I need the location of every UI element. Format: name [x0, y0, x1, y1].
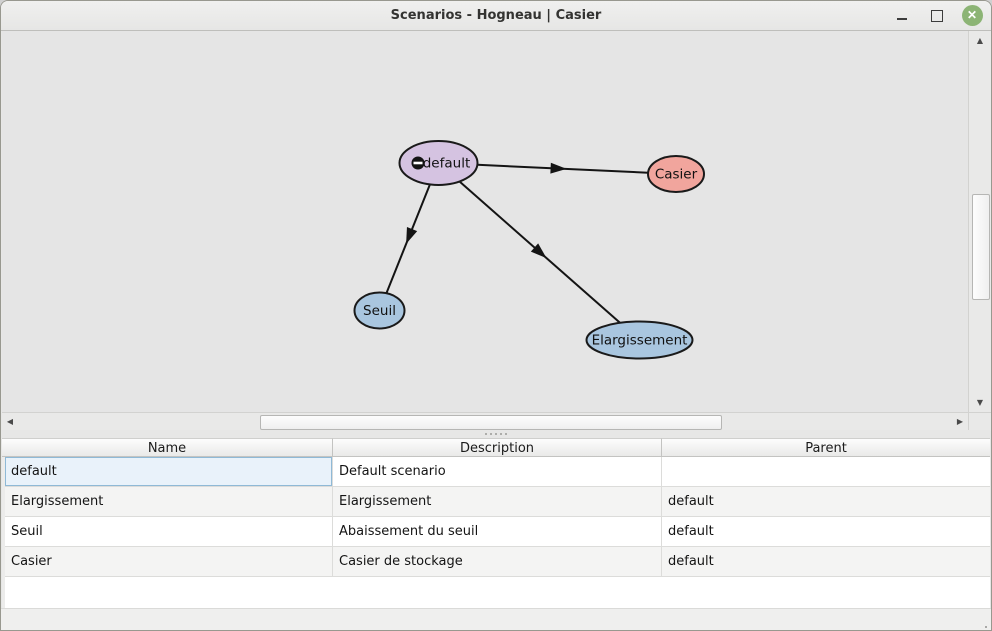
- graph-node-Casier[interactable]: Casier: [647, 155, 705, 193]
- graph-node-Seuil[interactable]: Seuil: [353, 291, 406, 330]
- edge-arrowhead-icon: [550, 162, 567, 174]
- collapse-minus-glyph: [413, 161, 423, 165]
- window-controls: ✕: [891, 1, 983, 30]
- scrollbar-corner: [968, 412, 991, 431]
- column-header-name[interactable]: Name: [2, 438, 333, 457]
- cell-parent[interactable]: default: [662, 517, 990, 547]
- cell-parent[interactable]: default: [662, 547, 990, 577]
- title-bar[interactable]: Scenarios - Hogneau | Casier ✕: [1, 1, 991, 31]
- maximize-button[interactable]: [926, 5, 948, 27]
- graph-node-label: Seuil: [363, 303, 396, 319]
- cell-parent[interactable]: default: [662, 487, 990, 517]
- minimize-icon: [897, 17, 907, 20]
- graph-node-label: Elargissement: [592, 333, 688, 349]
- table-header: Name Description Parent: [2, 438, 990, 457]
- cell-description[interactable]: Casier de stockage: [333, 547, 662, 577]
- vertical-scrollbar[interactable]: ▲ ▼: [968, 31, 991, 412]
- cell-description[interactable]: Abaissement du seuil: [333, 517, 662, 547]
- maximize-icon: [931, 9, 943, 22]
- up-arrow-icon: ▲: [976, 36, 984, 45]
- splitter-handle[interactable]: [2, 430, 990, 438]
- close-button[interactable]: ✕: [961, 5, 983, 27]
- horizontal-scrollbar[interactable]: ◀ ▶: [2, 412, 968, 431]
- cell-name-selected[interactable]: default: [5, 457, 333, 487]
- cell-description[interactable]: Elargissement: [333, 487, 662, 517]
- graph-edge-default-Elargissement: [458, 180, 621, 324]
- scroll-down-button[interactable]: ▼: [969, 395, 991, 410]
- minimize-button[interactable]: [891, 5, 913, 27]
- edge-arrowhead-icon: [406, 227, 418, 244]
- scroll-left-button[interactable]: ◀: [3, 413, 17, 430]
- cell-name[interactable]: Elargissement: [5, 487, 333, 517]
- graph-edge-default-Seuil: [385, 184, 431, 294]
- vertical-scroll-thumb[interactable]: [972, 194, 990, 300]
- graph-node-Elargissement[interactable]: Elargissement: [585, 320, 694, 360]
- horizontal-scroll-thumb[interactable]: [260, 415, 722, 430]
- scroll-right-button[interactable]: ▶: [953, 413, 967, 430]
- graph-edge-default-Casier: [477, 162, 649, 174]
- cell-description[interactable]: Default scenario: [333, 457, 662, 487]
- scroll-up-button[interactable]: ▲: [969, 33, 991, 48]
- resize-grip[interactable]: [973, 624, 975, 626]
- graph-node-label: Casier: [655, 167, 698, 183]
- left-arrow-icon: ◀: [6, 417, 14, 426]
- cell-name[interactable]: Casier: [5, 547, 333, 577]
- graph-node-default[interactable]: default: [398, 140, 479, 186]
- status-bar: [1, 608, 991, 630]
- graph-node-label: default: [423, 156, 471, 172]
- column-header-description[interactable]: Description: [333, 438, 662, 457]
- right-arrow-icon: ▶: [956, 417, 964, 426]
- close-icon: ✕: [961, 5, 983, 26]
- edge-arrowhead-icon: [530, 243, 547, 259]
- window-title: Scenarios - Hogneau | Casier: [390, 8, 602, 23]
- cell-parent[interactable]: [662, 457, 990, 487]
- column-header-parent[interactable]: Parent: [662, 438, 990, 457]
- cell-name[interactable]: Seuil: [5, 517, 333, 547]
- down-arrow-icon: ▼: [976, 398, 984, 407]
- splitter-grip-dots: [485, 433, 507, 435]
